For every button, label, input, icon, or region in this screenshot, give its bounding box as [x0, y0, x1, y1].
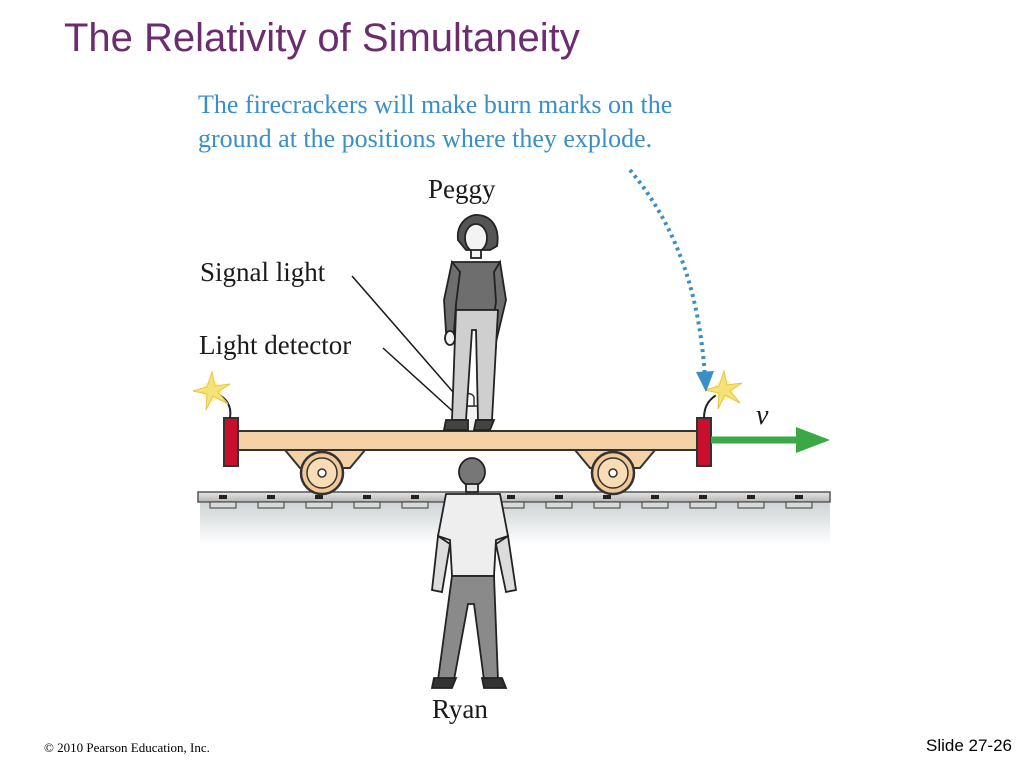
velocity-label: v [756, 400, 769, 431]
ryan-label: Ryan [432, 694, 488, 724]
light-detector-leader-line [382, 347, 459, 417]
rail-bolts [219, 495, 803, 499]
railcar-right-end [696, 417, 712, 467]
firecracker-spark-left-icon [192, 370, 231, 411]
light-detector-label: Light detector [199, 330, 352, 360]
wheel-right [590, 450, 636, 496]
velocity-arrow-head-icon [796, 427, 830, 453]
slide-title: The Relativity of Simultaneity [64, 16, 580, 60]
ryan-figure [430, 457, 518, 689]
railcar-deck [235, 430, 700, 451]
burn-mark-callout-arrowhead-icon [696, 371, 714, 392]
railcar-left-end [223, 417, 239, 467]
firecracker-spark-right-icon [704, 369, 743, 410]
slide-number: Slide 27-26 [925, 736, 1012, 755]
copyright-footer: © 2010 Pearson Education, Inc. [44, 740, 210, 755]
firecracker-caption: The firecrackers will make burn marks on… [198, 88, 672, 156]
burn-mark-callout-arrow [628, 168, 707, 379]
caption-line-2: ground at the positions where they explo… [198, 124, 653, 153]
rail-ties [209, 501, 813, 509]
signal-light-label: Signal light [200, 257, 326, 287]
signal-light-leader-line [351, 275, 461, 401]
caption-line-1: The firecrackers will make burn marks on… [198, 90, 673, 119]
ground [200, 503, 830, 545]
peggy-label: Peggy [428, 174, 496, 204]
wheel-left [299, 450, 345, 496]
peggy-figure [442, 214, 507, 431]
